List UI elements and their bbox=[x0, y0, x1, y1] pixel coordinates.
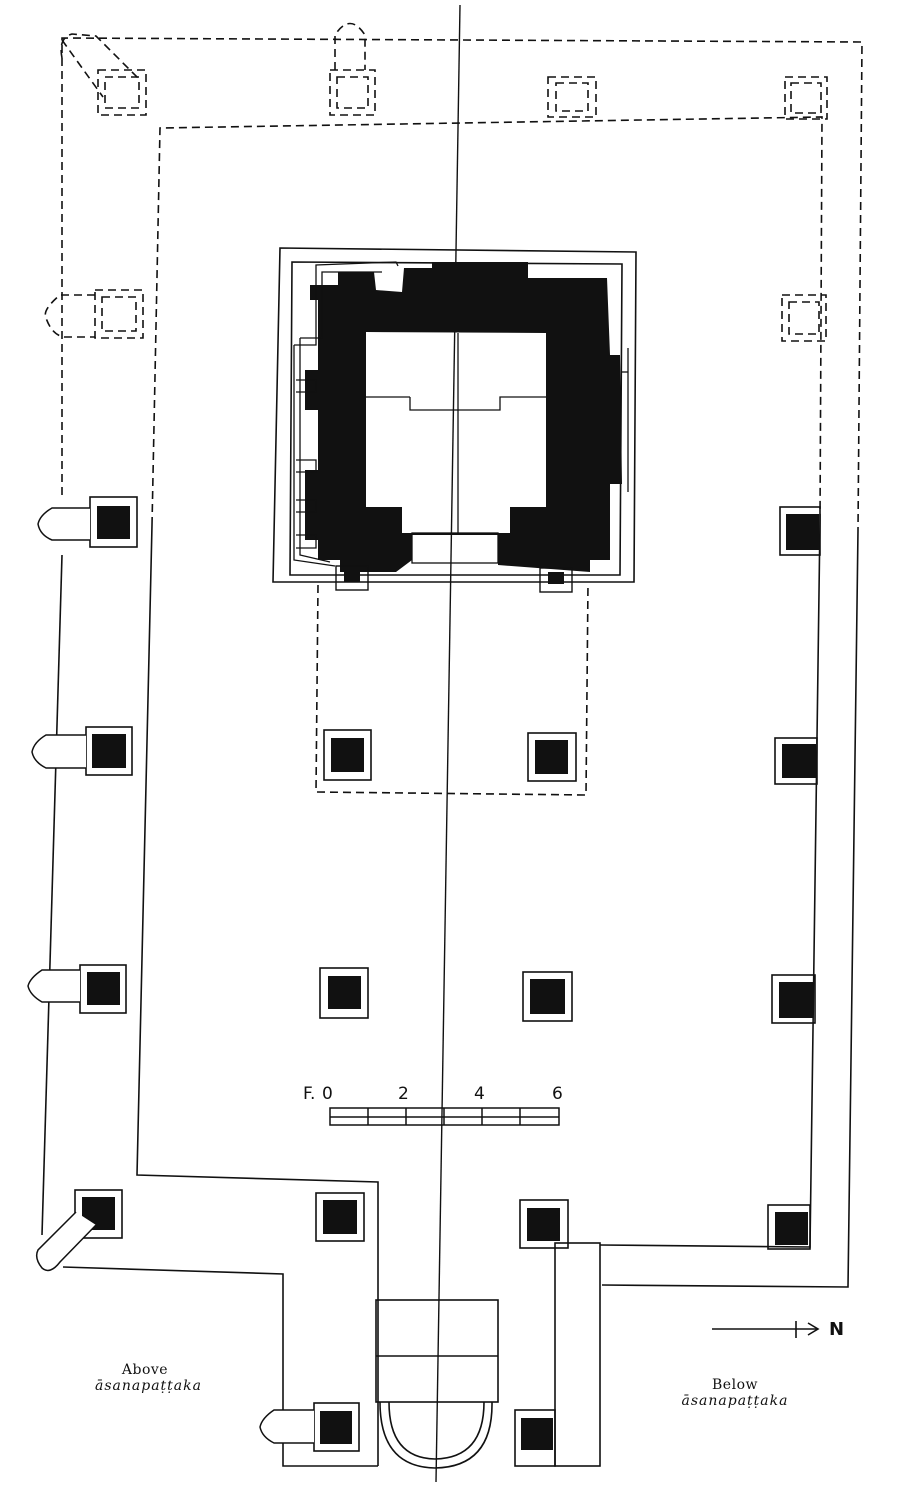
above-label: Above āsanapaṭṭaka bbox=[95, 1362, 202, 1394]
scale-tick-4: 4 bbox=[474, 1084, 485, 1104]
sanctum-walls bbox=[293, 261, 629, 593]
scale-tick-2: 2 bbox=[398, 1084, 409, 1104]
entrance-steps bbox=[375, 1299, 499, 1469]
above-term: āsanapaṭṭaka bbox=[95, 1378, 202, 1394]
central-axis-line bbox=[435, 4, 461, 1483]
below-term: āsanapaṭṭaka bbox=[681, 1393, 789, 1409]
below-label: Below āsanapaṭṭaka bbox=[680, 1377, 790, 1409]
water-spouts bbox=[27, 507, 314, 1444]
pillar-cores bbox=[82, 506, 819, 1450]
pillar-bases bbox=[74, 496, 821, 1452]
scale-tick-0: 0 bbox=[322, 1084, 333, 1104]
north-label: N bbox=[829, 1319, 845, 1340]
below-title: Below bbox=[712, 1377, 758, 1393]
scale-tick-6: 6 bbox=[552, 1084, 563, 1104]
above-title: Above bbox=[121, 1362, 169, 1378]
scale-bar bbox=[329, 1107, 560, 1126]
north-arrow bbox=[712, 1321, 820, 1338]
dashed-outer-enclosure bbox=[44, 22, 863, 796]
solid-enclosure-walls bbox=[41, 519, 859, 1467]
scale-unit-label: F. bbox=[303, 1084, 316, 1104]
